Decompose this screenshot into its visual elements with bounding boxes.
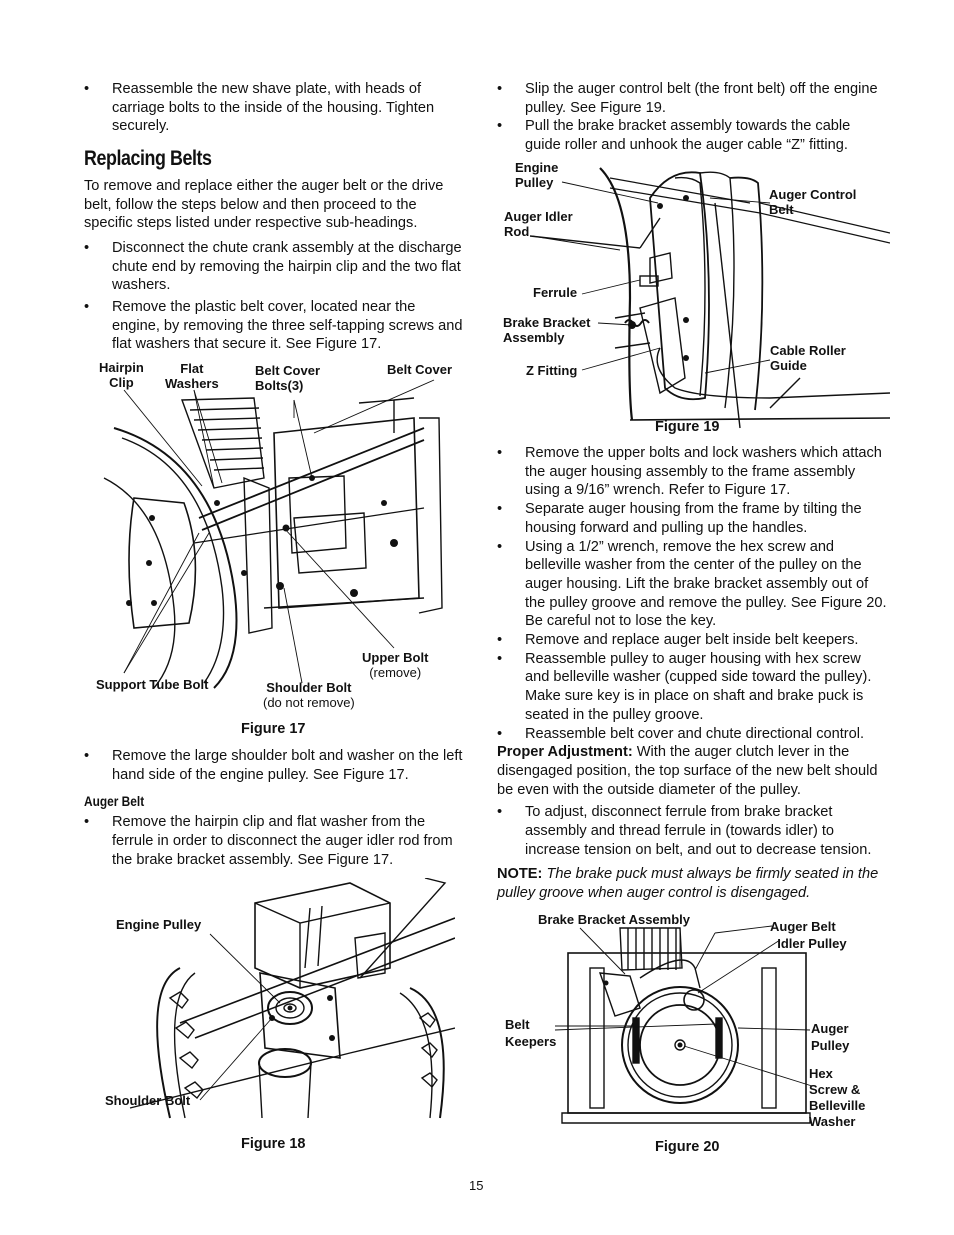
figure-17-illustration <box>103 379 443 689</box>
right-top-bullet-list: Slip the auger control belt (the front b… <box>497 80 889 155</box>
auger-belt-bullet-list: Remove the hairpin clip and flat washer … <box>84 813 466 869</box>
list-item: Separate auger housing from the frame by… <box>497 500 889 537</box>
upper-bolt-note: (remove) <box>369 665 422 680</box>
callout-engine-pulley: Engine Pulley <box>515 160 559 190</box>
callout-shoulder-bolt: Shoulder Bolt <box>105 1093 191 1108</box>
auger-belt-heading: Auger Belt <box>84 793 145 810</box>
callout-upper-bolt: Upper Bolt (remove) <box>362 650 428 680</box>
after-fig19-bullet-list: Remove the upper bolts and lock washers … <box>497 444 889 743</box>
figure-19-illustration <box>529 167 890 429</box>
callout-engine-pulley: Engine Pulley <box>116 917 202 932</box>
list-item: Remove the hairpin clip and flat washer … <box>84 813 466 869</box>
callout-hairpin-clip: Hairpin Clip <box>99 360 144 390</box>
note-text: The brake puck must always be firmly sea… <box>497 866 879 902</box>
right-column-middle: Remove the upper bolts and lock washers … <box>497 444 889 903</box>
callout-auger-pulley: Auger Pulley <box>811 1021 850 1053</box>
list-item: Disconnect the chute crank assembly at t… <box>84 239 466 295</box>
left-column-lower: Remove the large shoulder bolt and washe… <box>84 747 466 869</box>
callout-belt-cover-bolts: Belt Cover Bolts(3) <box>255 363 321 393</box>
list-item: Remove and replace auger belt inside bel… <box>497 631 889 650</box>
page-number: 15 <box>469 1178 484 1193</box>
right-column: Slip the auger control belt (the front b… <box>497 80 889 155</box>
callout-flat-washers: Flat Washers <box>165 361 219 391</box>
callout-belt-cover: Belt Cover <box>387 362 453 377</box>
callout-auger-belt-idler-pulley: Auger Belt Idler Pulley <box>770 919 847 951</box>
proper-adjustment-paragraph: Proper Adjustment: With the auger clutch… <box>497 743 889 799</box>
list-item: Reassemble the new shave plate, with hea… <box>84 80 466 136</box>
shoulder-bolt-label: Shoulder Bolt <box>266 680 352 695</box>
figure-17: Hairpin Clip Flat Washers Belt Cover Bol… <box>94 358 466 714</box>
adjust-bullet-list: To adjust, disconnect ferrule from brake… <box>497 803 889 859</box>
list-item: Using a 1/2” wrench, remove the hex scre… <box>497 538 889 632</box>
proper-adjustment-text: With the auger clutch lever in the disen… <box>497 744 878 798</box>
callout-cable-roller-guide: Cable Roller Guide <box>770 343 846 373</box>
section-intro: To remove and replace either the auger b… <box>84 177 444 232</box>
figure-17-caption: Figure 17 <box>241 721 306 737</box>
upper-bolt-label: Upper Bolt <box>362 650 429 665</box>
callout-brake-bracket-assembly: Brake Bracket Assembly <box>503 315 591 345</box>
after-fig17-bullet-list: Remove the large shoulder bolt and washe… <box>84 747 466 784</box>
callout-shoulder-bolt: Shoulder Bolt (do not remove) <box>263 680 355 710</box>
callout-auger-idler-rod: Auger Idler Rod <box>504 209 573 239</box>
figure-20-illustration <box>554 925 813 1124</box>
callout-z-fitting: Z Fitting <box>526 363 578 378</box>
callout-ferrule: Ferrule <box>533 285 578 300</box>
list-item: Remove the upper bolts and lock washers … <box>497 444 889 500</box>
note-paragraph: NOTE: The brake puck must always be firm… <box>497 865 889 902</box>
proper-adjustment-label: Proper Adjustment: <box>497 744 633 761</box>
list-item: To adjust, disconnect ferrule from brake… <box>497 803 889 859</box>
figure-18: Engine Pulley Shoulder Bolt <box>100 878 455 1128</box>
callout-support-tube-bolt: Support Tube Bolt <box>96 677 209 692</box>
list-item: Reassemble belt cover and chute directio… <box>497 725 889 744</box>
figure-18-illustration <box>129 878 455 1119</box>
intro-bullet-list: Reassemble the new shave plate, with hea… <box>84 80 466 136</box>
section-title: Replacing Belts <box>84 147 212 171</box>
callout-auger-control-belt: Auger Control Belt <box>769 187 857 217</box>
callout-belt-keepers: Belt Keepers <box>505 1017 557 1049</box>
list-item: Remove the large shoulder bolt and washe… <box>84 747 466 784</box>
shoulder-bolt-note: (do not remove) <box>263 695 355 710</box>
figure-20: Brake Bracket Assembly Auger Belt Idler … <box>500 908 890 1133</box>
section-bullet-list: Disconnect the chute crank assembly at t… <box>84 239 466 354</box>
figure-19: Engine Pulley Auger Control Belt Auger I… <box>500 158 890 440</box>
list-item: Slip the auger control belt (the front b… <box>497 80 889 117</box>
list-item: Pull the brake bracket assembly towards … <box>497 117 889 154</box>
figure-19-caption: Figure 19 <box>655 419 720 435</box>
callout-hex-screw: Hex Screw & Belleville Washer <box>809 1066 866 1129</box>
figure-18-caption: Figure 18 <box>241 1136 306 1152</box>
figure-20-caption: Figure 20 <box>655 1139 720 1155</box>
left-column: Reassemble the new shave plate, with hea… <box>84 80 466 354</box>
callout-brake-bracket-assembly: Brake Bracket Assembly <box>538 912 690 927</box>
note-label: NOTE: <box>497 866 543 883</box>
list-item: Remove the plastic belt cover, located n… <box>84 298 466 354</box>
list-item: Reassemble pulley to auger housing with … <box>497 650 889 725</box>
